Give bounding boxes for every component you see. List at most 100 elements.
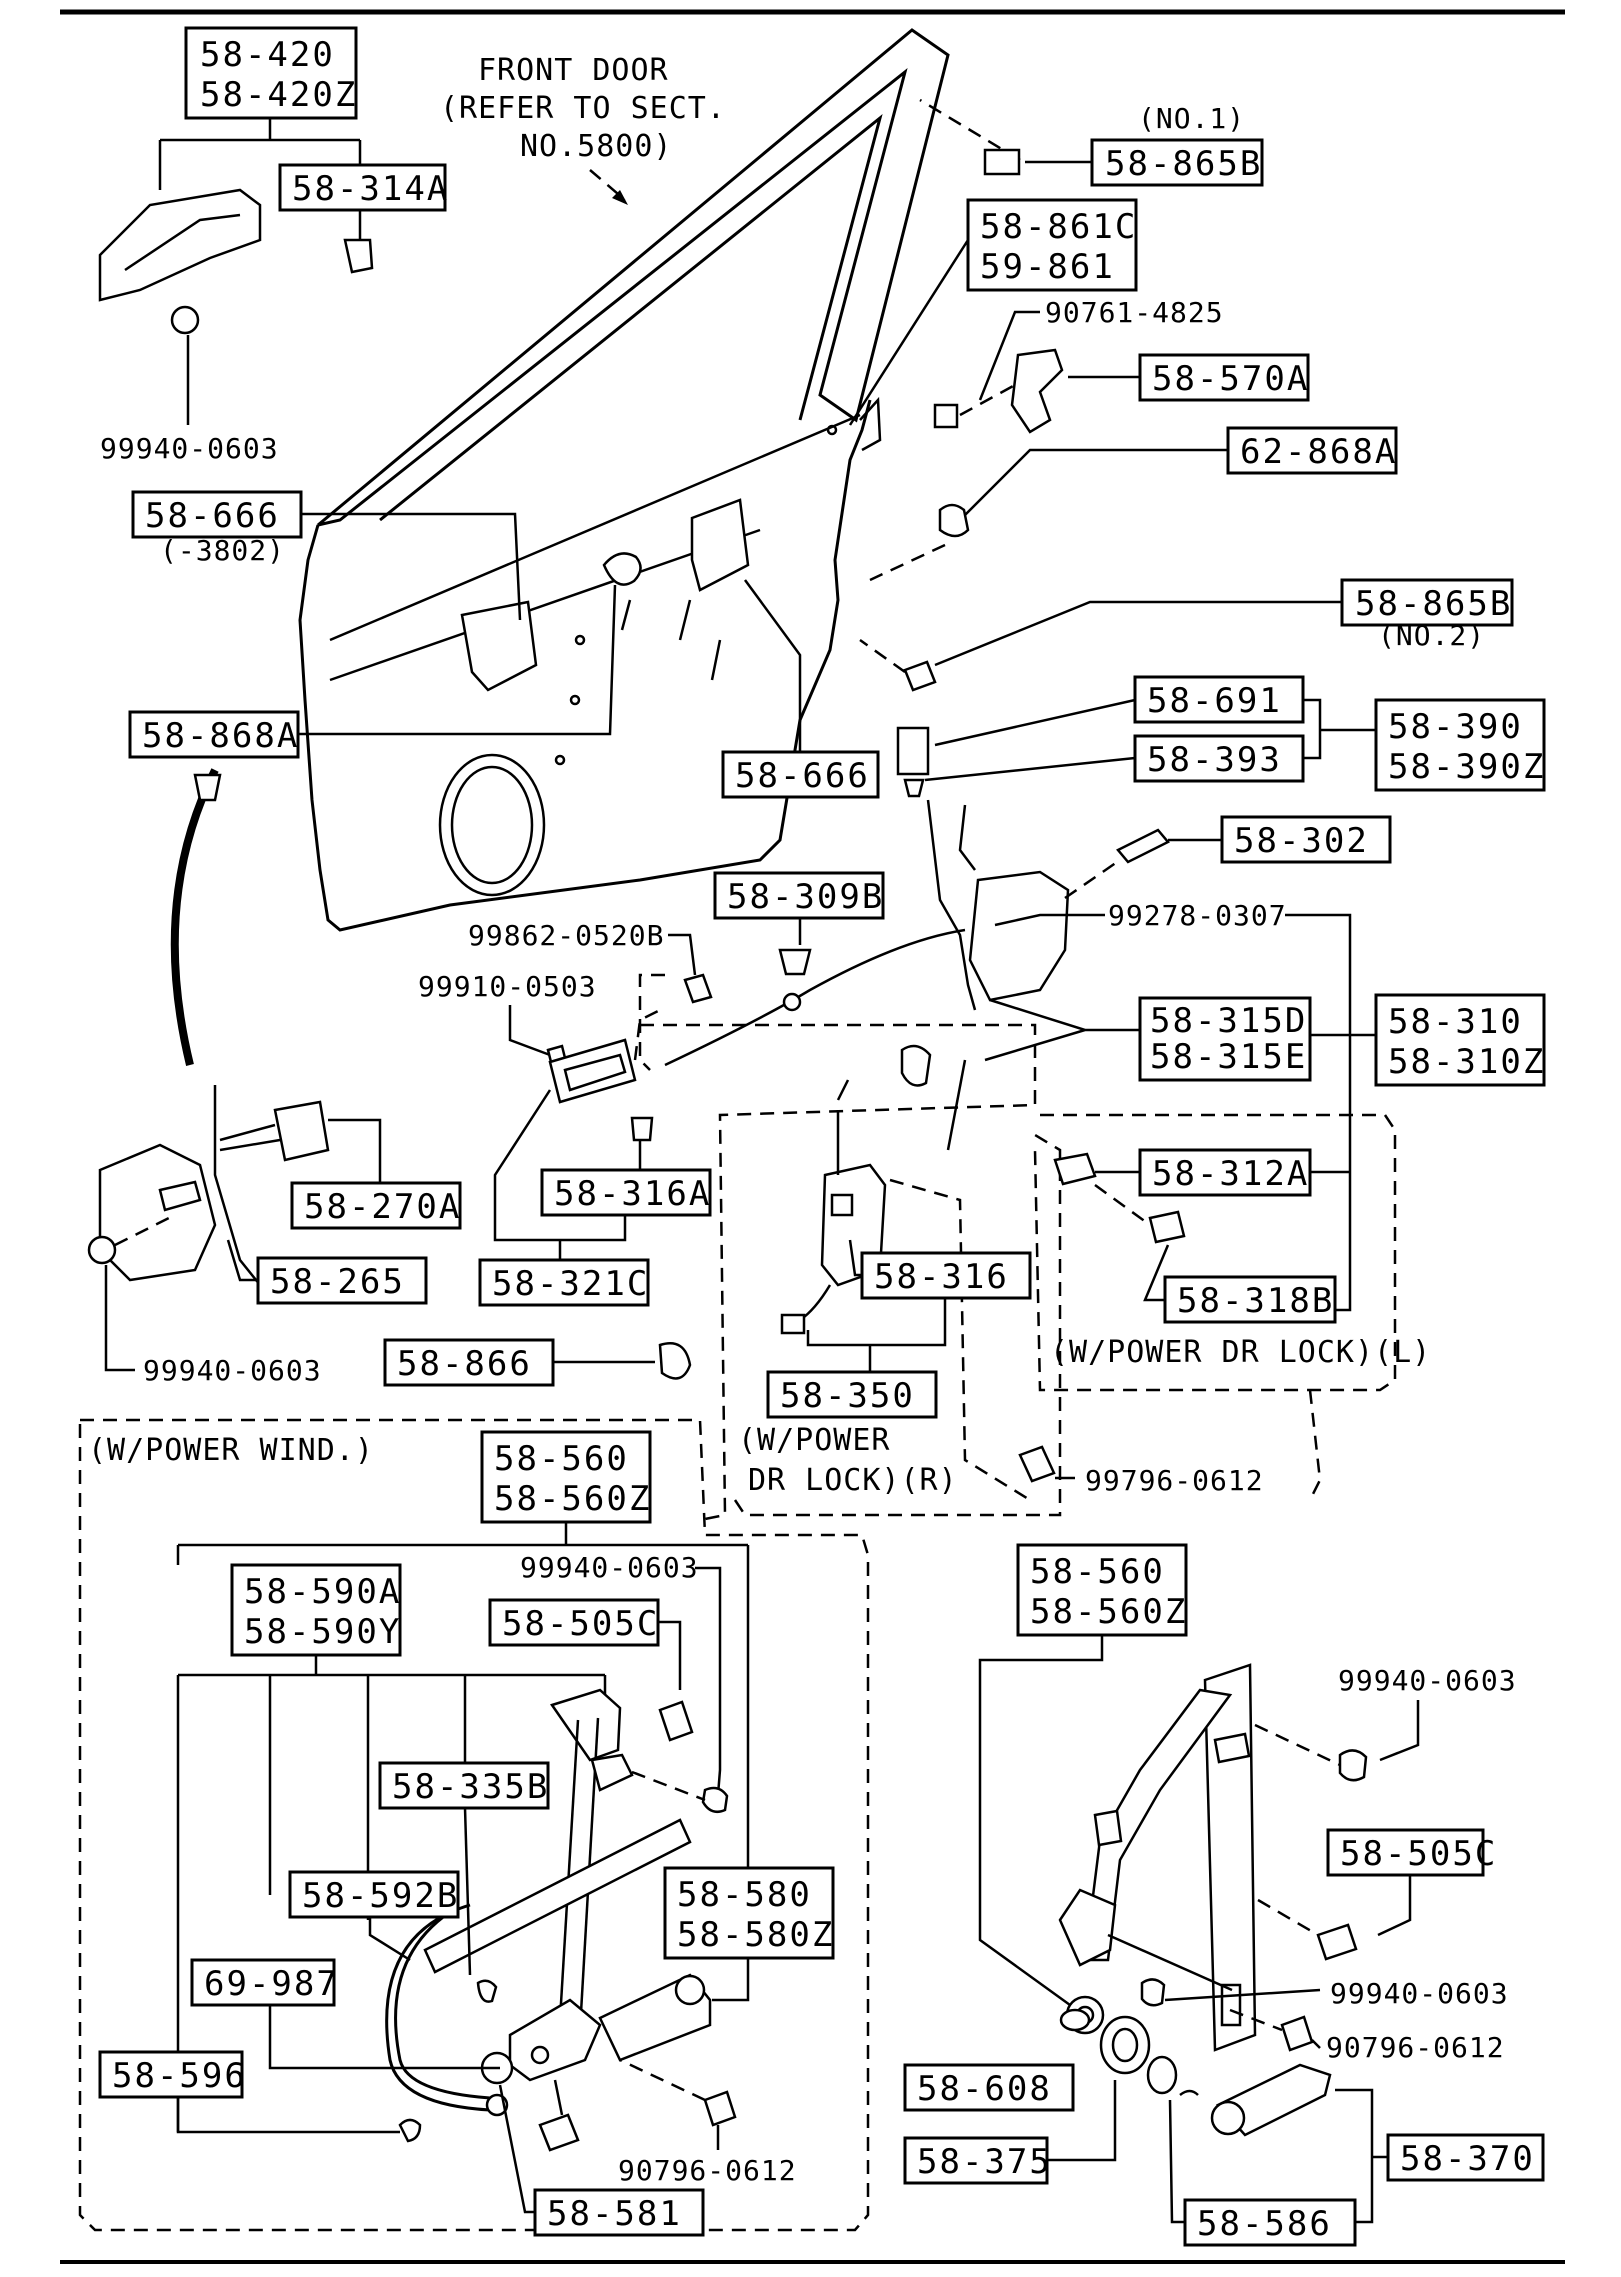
label-58-270A: 58-270A bbox=[290, 1118, 462, 1230]
label-58-608: 58-608 bbox=[903, 2063, 1075, 2112]
svg-text:58-560Z: 58-560Z bbox=[1030, 1592, 1187, 1632]
drain-tube bbox=[385, 1903, 491, 2112]
label-58-316: 58-316 bbox=[848, 1239, 1032, 1300]
svg-text:69-987: 69-987 bbox=[204, 1964, 339, 2004]
svg-text:58-868A: 58-868A bbox=[142, 716, 299, 756]
svg-text:58-393: 58-393 bbox=[1147, 740, 1282, 780]
label-58-560-b: 58-560 58-560Z bbox=[978, 1543, 1188, 2007]
svg-text:58-420: 58-420 bbox=[200, 35, 335, 75]
svg-text:58-375: 58-375 bbox=[917, 2142, 1052, 2182]
label-58-309B: 58-309B bbox=[713, 871, 885, 976]
label-99940-r2: 99940-0603 bbox=[1140, 1977, 1508, 2010]
svg-text:99796-0612: 99796-0612 bbox=[1085, 1464, 1264, 1497]
svg-text:58-861C: 58-861C bbox=[980, 207, 1137, 247]
svg-text:58-316A: 58-316A bbox=[554, 1174, 711, 1214]
svg-text:58-590Y: 58-590Y bbox=[244, 1612, 401, 1652]
switch-nut bbox=[87, 1235, 117, 1265]
svg-text:58-310: 58-310 bbox=[1388, 1002, 1523, 1042]
svg-text:58-666: 58-666 bbox=[735, 756, 870, 796]
label-58-350: 58-350 bbox=[766, 1298, 947, 1419]
svg-text:58-312A: 58-312A bbox=[1152, 1154, 1309, 1194]
label-99796-0612: 99796-0612 bbox=[1018, 1389, 1322, 1501]
label-58-868A: 58-868A bbox=[128, 584, 617, 759]
svg-text:58-586: 58-586 bbox=[1197, 2204, 1332, 2244]
label-58-312A: 58-312A bbox=[1053, 1148, 1350, 1197]
label-58-505C-b: 58-505C bbox=[1257, 1828, 1497, 1961]
svg-text:58-666: 58-666 bbox=[145, 496, 280, 536]
label-58-310: 58-310 58-310Z bbox=[1310, 993, 1546, 1312]
label-58-560-a: 58-560 58-560Z bbox=[176, 1430, 750, 1870]
svg-text:58-570A: 58-570A bbox=[1152, 359, 1309, 399]
label-58-691: 58-691 bbox=[896, 675, 1305, 776]
label-99940-r1: 99940-0603 bbox=[1254, 1664, 1516, 1782]
label-58-314A: 58-314A bbox=[278, 163, 447, 212]
svg-text:58-302: 58-302 bbox=[1234, 821, 1369, 861]
svg-text:58-691: 58-691 bbox=[1147, 681, 1282, 721]
svg-text:58-315D: 58-315D bbox=[1150, 1001, 1307, 1041]
label-58-570A: 58-570A bbox=[959, 348, 1310, 434]
label-58-865B-no1: (NO.1) 58-865B bbox=[919, 98, 1264, 187]
svg-text:58-321C: 58-321C bbox=[492, 1264, 649, 1304]
svg-text:58-590A: 58-590A bbox=[244, 1572, 401, 1612]
handle-clip bbox=[343, 238, 374, 274]
svg-text:58-310Z: 58-310Z bbox=[1388, 1042, 1545, 1082]
svg-text:58-560: 58-560 bbox=[494, 1439, 629, 1479]
outer-handle bbox=[98, 188, 262, 302]
label-99278-0307: 99278-0307 bbox=[994, 899, 1352, 1010]
bolt-58-318B bbox=[1148, 1210, 1186, 1244]
label-58-302: 58-302 bbox=[1116, 815, 1392, 864]
label-58-580: 58-580 58-580Z bbox=[663, 1866, 835, 2002]
grommet-58-868A bbox=[602, 552, 642, 586]
label-58-586: 58-586 bbox=[1168, 2099, 1357, 2247]
svg-text:(NO.2): (NO.2) bbox=[1378, 619, 1485, 652]
svg-text:58-592B: 58-592B bbox=[302, 1876, 459, 1916]
label-58-335B: 58-335B bbox=[378, 1761, 550, 1976]
svg-text:58-335B: 58-335B bbox=[392, 1767, 549, 1807]
svg-text:58-865B: 58-865B bbox=[1105, 144, 1262, 184]
svg-text:58-316: 58-316 bbox=[874, 1257, 1009, 1297]
svg-text:(REFER TO SECT.: (REFER TO SECT. bbox=[440, 91, 726, 126]
door-lock-assembly bbox=[968, 870, 1070, 1002]
svg-text:90761-4825: 90761-4825 bbox=[1045, 296, 1224, 329]
svg-text:58-318B: 58-318B bbox=[1177, 1281, 1334, 1321]
svg-text:58-390Z: 58-390Z bbox=[1388, 747, 1545, 787]
svg-text:58-596: 58-596 bbox=[112, 2056, 247, 2096]
label-58-861C: 58-861C 59-861 bbox=[848, 198, 1138, 426]
label-58-666-b: 58-666 bbox=[721, 579, 880, 799]
svg-text:58-581: 58-581 bbox=[547, 2194, 682, 2234]
lock-cable bbox=[664, 928, 966, 1067]
label-99940-top: 99940-0603 bbox=[100, 335, 278, 465]
svg-text:90796-0612: 90796-0612 bbox=[618, 2154, 797, 2187]
washer-58-608 bbox=[1059, 2008, 1091, 2032]
label-69-987: 69-987 bbox=[190, 1958, 500, 2070]
label-58-393: 58-393 bbox=[903, 734, 1305, 798]
label-58-321C: 58-321C bbox=[478, 1089, 650, 1307]
label-58-866: 58-866 bbox=[383, 1338, 692, 1387]
label-58-265: 58-265 bbox=[226, 1239, 428, 1305]
label-99862-0520B: 99862-0520B bbox=[468, 919, 713, 1071]
svg-text:58-505C: 58-505C bbox=[1340, 1834, 1497, 1874]
svg-text:DR LOCK)(R): DR LOCK)(R) bbox=[748, 1463, 958, 1498]
svg-text:58-420Z: 58-420Z bbox=[200, 75, 357, 115]
label-58-505C-a: 58-505C bbox=[488, 1598, 694, 1742]
label-58-666-a: 58-666 (-3802) bbox=[131, 490, 522, 621]
label-58-581: 58-581 bbox=[498, 2084, 705, 2237]
label-power-wind: (W/POWER WIND.) bbox=[88, 1433, 374, 1468]
svg-text:58-370: 58-370 bbox=[1400, 2139, 1535, 2179]
label-90796-a: 90796-0612 bbox=[618, 2058, 797, 2187]
svg-text:58-270A: 58-270A bbox=[304, 1187, 461, 1227]
harness-curve bbox=[170, 768, 219, 1066]
spring-58-375 bbox=[1099, 2015, 1151, 2075]
svg-text:58-866: 58-866 bbox=[397, 1344, 532, 1384]
svg-text:99278-0307: 99278-0307 bbox=[1108, 899, 1287, 932]
label-58-316A: 58-316A bbox=[540, 1116, 712, 1217]
svg-text:58-309B: 58-309B bbox=[727, 877, 884, 917]
region-power-window bbox=[78, 1418, 870, 2232]
svg-text:(W/POWER: (W/POWER bbox=[738, 1423, 891, 1458]
region-power-lock-r bbox=[640, 1023, 1037, 1522]
window-switch bbox=[98, 1143, 217, 1282]
label-power-lock-l: (W/POWER DR LOCK)(L) bbox=[1050, 1335, 1431, 1370]
label-58-590A: 58-590A 58-590Y bbox=[176, 1563, 607, 2132]
label-58-865B-no2: 58-865B (NO.2) bbox=[859, 578, 1514, 692]
front-door-note: FRONT DOOR (REFER TO SECT. NO.5800) bbox=[440, 53, 726, 205]
